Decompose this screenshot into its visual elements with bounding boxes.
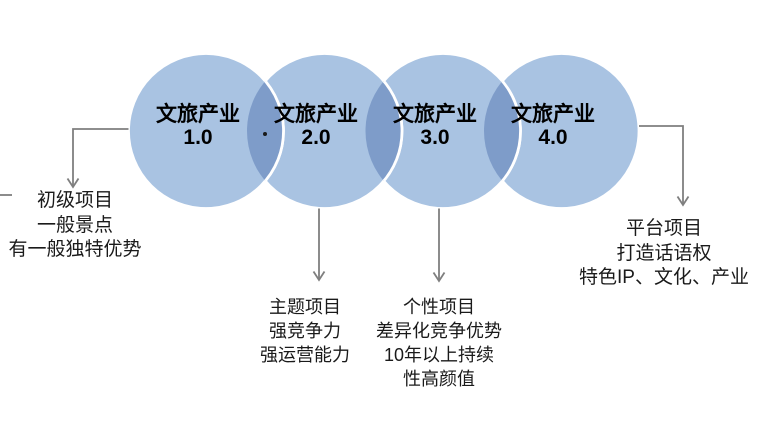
description-line: 主题项目 bbox=[269, 297, 341, 317]
stage-4-description: 平台项目 打造话语权 特色IP、文化、产业 bbox=[554, 217, 760, 291]
arrowhead-stage-2 bbox=[312, 271, 326, 282]
connector-stage-1 bbox=[72, 128, 129, 186]
description-line: 打造话语权 bbox=[616, 242, 712, 264]
arrowhead-stage-1 bbox=[66, 178, 80, 189]
stage-2-version: 2.0 bbox=[301, 126, 331, 149]
description-line: 强运营能力 bbox=[260, 345, 350, 365]
stage-1-version: 1.0 bbox=[183, 126, 213, 149]
stage-3-label: 文旅产业 3.0 bbox=[355, 103, 515, 149]
stage-2-description: 主题项目 强竞争力 强运营能力 bbox=[220, 295, 390, 367]
arrowhead-stage-4 bbox=[676, 196, 690, 207]
stage-2-name: 文旅产业 bbox=[274, 103, 358, 126]
description-line: 有一般独特优势 bbox=[8, 239, 142, 260]
arc-circle-1-edge bbox=[247, 53, 285, 209]
stage-3-name: 文旅产业 bbox=[393, 103, 477, 126]
description-line: 一般景点 bbox=[36, 214, 113, 236]
stage-4-name: 文旅产业 bbox=[511, 103, 595, 126]
stage-3-description: 个性项目 差异化竞争优势 10年以上持续 性高颜值 bbox=[349, 295, 529, 391]
description-line: 差异化竞争优势 bbox=[376, 321, 502, 341]
stage-4-version: 4.0 bbox=[538, 126, 568, 149]
stage-4-label: 文旅产业 4.0 bbox=[473, 103, 633, 149]
stage-1-description: 初级项目 一般景点 有一般独特优势 bbox=[0, 189, 160, 263]
description-line: 个性项目 bbox=[403, 297, 475, 317]
description-line: 性高颜值 bbox=[403, 369, 475, 389]
stage-2-label: 文旅产业 2.0 bbox=[236, 103, 396, 149]
arrowhead-stage-3 bbox=[432, 272, 446, 283]
description-line: 特色IP、文化、产业 bbox=[579, 267, 749, 288]
description-line: 强竞争力 bbox=[269, 321, 341, 341]
description-line: 10年以上持续 bbox=[383, 345, 495, 365]
connector-stage-4 bbox=[639, 125, 684, 204]
arc-circle-2-edge bbox=[365, 53, 404, 209]
description-line: 平台项目 bbox=[625, 218, 702, 239]
stray-dot-artifact bbox=[263, 132, 267, 136]
connectors bbox=[0, 125, 690, 283]
arc-circle-3-edge bbox=[484, 53, 522, 209]
stage-3-version: 3.0 bbox=[420, 126, 450, 149]
stage-1-name: 文旅产业 bbox=[156, 103, 240, 126]
overlap-white-arcs bbox=[247, 53, 522, 209]
stage-1-label: 文旅产业 1.0 bbox=[118, 103, 278, 149]
description-line: 初级项目 bbox=[36, 190, 113, 211]
